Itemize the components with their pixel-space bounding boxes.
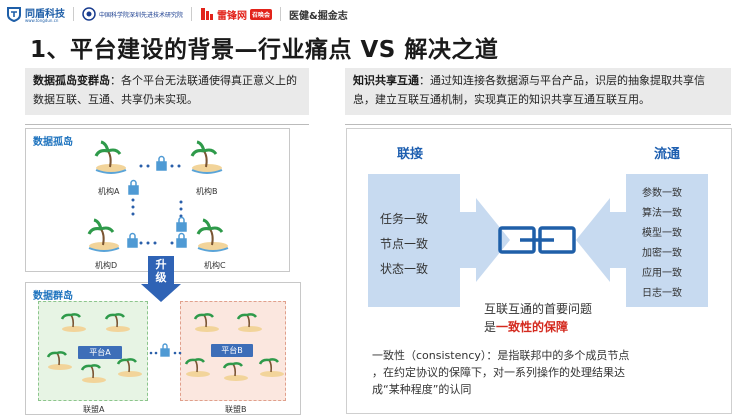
- node-label-a: 机构A: [98, 187, 120, 196]
- pain-point-label: 数据孤岛变群岛: [33, 74, 110, 87]
- consistency-note-line3: 成“某种程度”的认同: [372, 383, 472, 396]
- leiphone-icon: [201, 8, 214, 20]
- flow-item: 模型一致: [642, 228, 682, 239]
- key-question-line1: 互联互通的首要问题: [484, 302, 593, 316]
- connect-box: 任务一致 节点一致 状态一致: [368, 174, 460, 307]
- solution-description: 知识共享互通：通过知连接各数据源与平台产品，识层的抽象提取共享信息，建立互联互通…: [345, 68, 731, 115]
- right-divider-line: [345, 124, 731, 125]
- leiphone-logo: 雷锋网 召唤会: [200, 7, 273, 22]
- cas-logo: 中国科学院深圳先进技术研究院: [82, 7, 183, 21]
- institute-emblem-icon: [82, 7, 96, 21]
- flow-box: 参数一致 算法一致 模型一致 加密一致 应用一致 日志一致: [626, 174, 708, 307]
- divider: [280, 7, 282, 21]
- key-question-prefix: 是: [484, 320, 497, 334]
- connect-item: 节点一致: [380, 237, 429, 251]
- flow-item: 参数一致: [642, 188, 682, 199]
- jinjin-name: 医健&掘金志: [289, 10, 348, 22]
- connect-title: 联接: [397, 147, 424, 162]
- flow-item: 算法一致: [642, 208, 682, 219]
- platform-b-badge: 平台B: [211, 344, 253, 357]
- platform-a-badge: 平台A: [78, 346, 122, 359]
- pain-point-description: 数据孤岛变群岛：各个平台无法联通使得真正意义上的数据互联、互通、共享仍未实现。: [25, 68, 309, 115]
- node-label-d: 机构D: [95, 261, 118, 270]
- pain-point-text: ：各个平台无法联通使得真正意义上的数据互联、互通、共享仍未实现。: [33, 74, 297, 106]
- page-title: 1、平台建设的背景—行业痛点 VS 解决之道: [30, 37, 499, 63]
- key-question-line2: 是一致性的保障: [484, 318, 568, 335]
- alliance-a-label: 联盟A: [83, 405, 105, 414]
- data-archipelago-label: 数据群岛: [33, 291, 73, 302]
- jinjin-logo: 医健&掘金志: [289, 7, 348, 22]
- node-label-b: 机构B: [196, 187, 218, 196]
- shield-icon: [7, 7, 21, 22]
- solution-text: ：通过知连接各数据源与平台产品，识层的抽象提取共享信息，建立互联互通机制，实现真…: [353, 74, 705, 106]
- tongdun-name: 同盾科技: [25, 9, 65, 20]
- data-islands-label: 数据孤岛: [33, 137, 73, 148]
- solution-label: 知识共享互通: [353, 74, 419, 87]
- divider: [191, 7, 193, 21]
- upgrade-label: 升级: [155, 258, 167, 284]
- cas-name: 中国科学院深圳先进技术研究院: [99, 11, 184, 19]
- left-divider-line: [25, 124, 309, 125]
- flow-title: 流通: [654, 147, 681, 162]
- node-label-c: 机构C: [204, 261, 226, 270]
- flow-item: 日志一致: [642, 288, 682, 299]
- tongdun-url: www.tongdun.cn: [25, 18, 59, 23]
- divider: [73, 7, 74, 21]
- flow-item: 应用一致: [642, 268, 682, 279]
- connect-item: 状态一致: [380, 262, 429, 276]
- connect-item: 任务一致: [380, 212, 429, 226]
- key-question-highlight: 一致性的保障: [496, 320, 569, 334]
- leiphone-tag: 召唤会: [250, 8, 273, 20]
- alliance-b-label: 联盟B: [225, 405, 247, 414]
- consistency-note-line1: 一致性（consistency）：是指联邦中的多个成员节点: [372, 349, 630, 362]
- leiphone-name: 雷锋网: [217, 10, 248, 22]
- flow-item: 加密一致: [642, 248, 682, 259]
- data-islands-panel: 数据孤岛: [25, 128, 290, 272]
- consistency-note-line2: ，在约定协议的保障下，对一系列操作的处理结果达: [372, 366, 625, 379]
